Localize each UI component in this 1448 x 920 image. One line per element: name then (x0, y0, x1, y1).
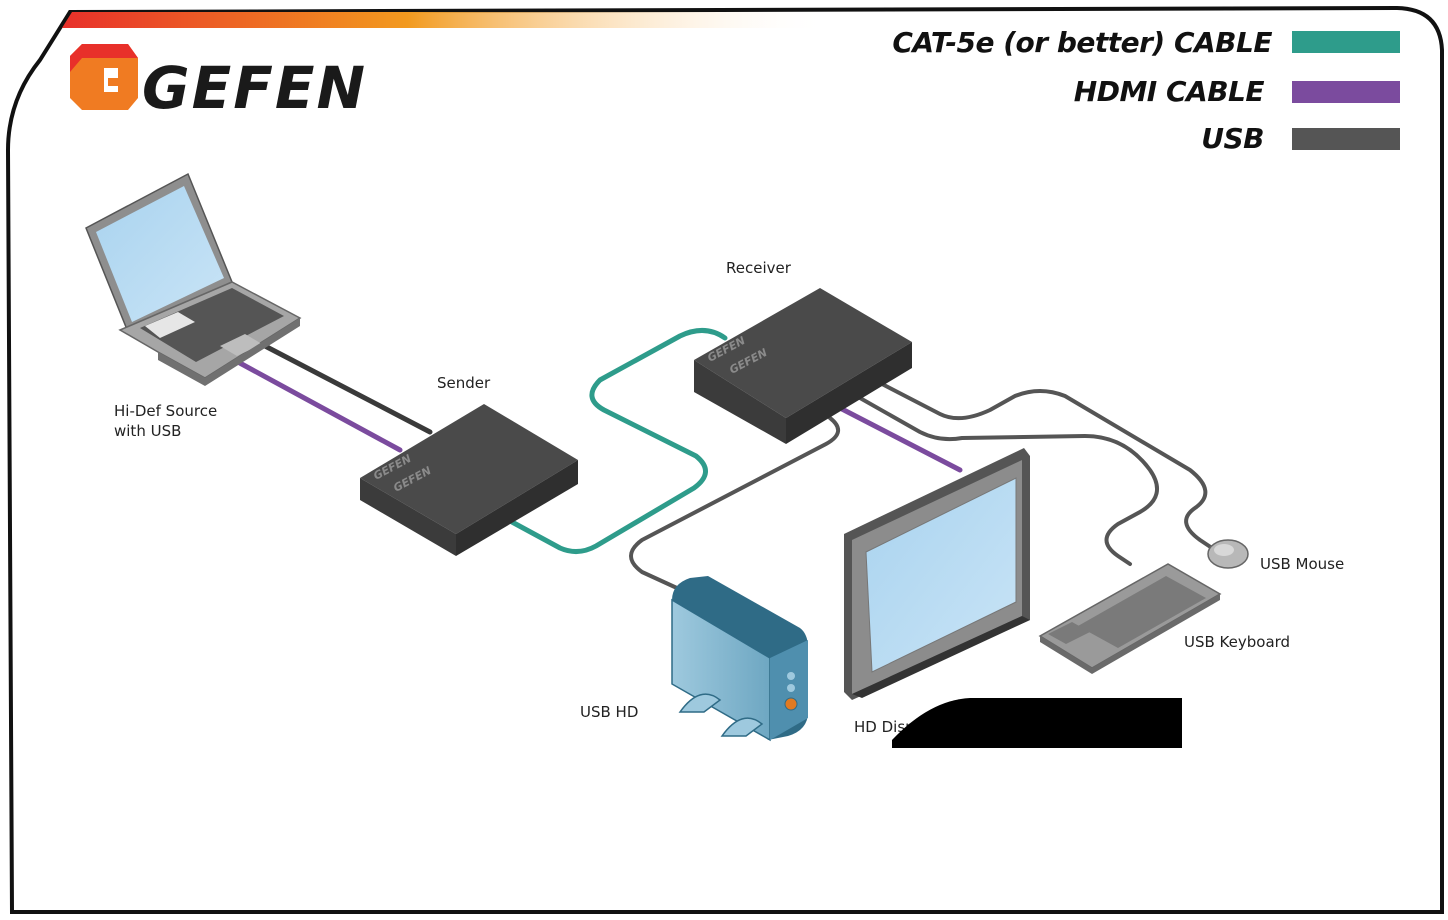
laptop-device (85, 172, 302, 386)
hdmi-cable-source-sender (235, 359, 403, 453)
receiver-label: Receiver (726, 259, 792, 277)
mouse-label: USB Mouse (1260, 555, 1344, 573)
legend-label-usb: USB (1201, 122, 1264, 155)
legend: CAT-5e (or better) CABLE HDMI CABLE USB (892, 26, 1400, 155)
usb-cable-receiver-hd (629, 416, 840, 596)
receiver-device: GEFEN GEFEN (694, 288, 912, 444)
source-label-line1: Hi-Def Source (114, 402, 217, 420)
sender-device: GEFEN GEFEN (360, 404, 578, 556)
usb-hd-device (671, 576, 808, 742)
hdmi-cable-receiver-display (837, 405, 963, 473)
usb-hd-label: USB HD (580, 703, 638, 721)
usb-cable-source-sender (262, 343, 433, 435)
redaction-block (892, 698, 1182, 748)
legend-label-cat5: CAT-5e (or better) CABLE (892, 26, 1272, 59)
keyboard-label: USB Keyboard (1184, 633, 1290, 651)
legend-swatch-usb (1292, 128, 1400, 150)
page-frame (5, 5, 1444, 914)
legend-swatch-hdmi (1292, 81, 1400, 103)
legend-label-hdmi: HDMI CABLE (1074, 75, 1265, 108)
usb-cable-receiver-mouse (880, 382, 1217, 552)
usb-mouse-device (1207, 539, 1249, 569)
usb-keyboard-device (1038, 563, 1222, 674)
brand-name: GEFEN (142, 54, 367, 122)
sender-label: Sender (437, 374, 491, 392)
source-label-line2: with USB (114, 422, 181, 440)
gefen-logo: GEFEN (70, 44, 367, 122)
cables (235, 328, 1217, 596)
usb-cable-receiver-keyboard (858, 396, 1160, 566)
legend-swatch-cat5 (1292, 31, 1400, 53)
cat5-cable (509, 328, 728, 554)
hd-display-device (844, 448, 1030, 700)
